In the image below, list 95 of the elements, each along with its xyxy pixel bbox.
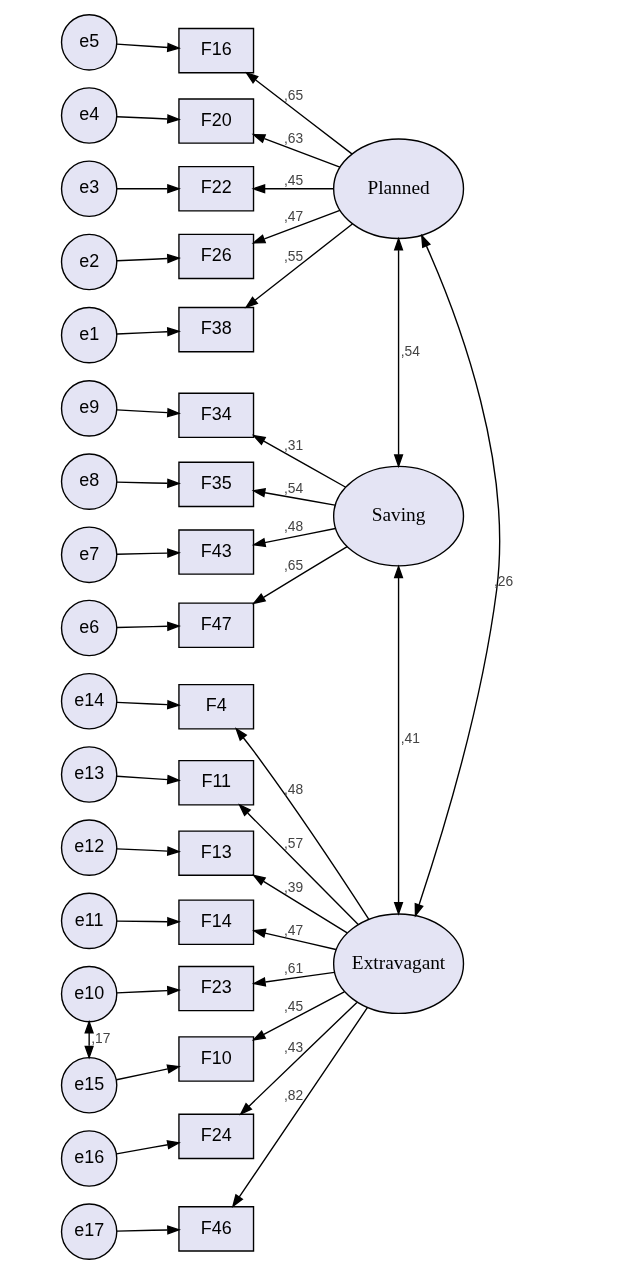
arrow [83, 1019, 94, 1060]
node-box: F35 [177, 461, 254, 508]
arrow [251, 874, 348, 934]
arrow [115, 407, 181, 418]
node-box: F24 [177, 1113, 254, 1160]
arrow [251, 545, 348, 605]
node-circle: e5 [60, 14, 117, 71]
node-circle: e15 [60, 1056, 117, 1114]
node-circle: e1 [60, 306, 117, 364]
arrow [393, 236, 403, 469]
node-ellipse: Planned [332, 138, 464, 240]
node-circle: e12 [60, 819, 117, 876]
node-box: F46 [177, 1206, 254, 1252]
node-circle: e13 [60, 746, 117, 803]
edge-label: ,55 [283, 247, 303, 264]
node-box: F13 [177, 830, 254, 876]
node-box: F11 [177, 759, 254, 806]
arrow [251, 991, 345, 1041]
edge-label: ,47 [283, 207, 303, 224]
edge-label: ,65 [283, 557, 303, 574]
arrow [115, 478, 181, 489]
edge-label: ,47 [283, 921, 303, 938]
edge-label: ,54 [283, 479, 303, 496]
arrow [115, 42, 181, 53]
node-box: F20 [177, 98, 254, 144]
arrow [231, 1006, 368, 1208]
node-circle: e3 [60, 160, 117, 218]
arrow [393, 564, 403, 916]
arrow [244, 71, 353, 155]
edge-label: ,57 [283, 834, 303, 851]
node-circle: e17 [60, 1203, 117, 1260]
node-circle: e11 [60, 892, 117, 950]
edge-label: ,17 [90, 1030, 110, 1047]
node-circle: e6 [60, 599, 117, 657]
node-circle: e10 [60, 965, 117, 1023]
edge-label: ,65 [283, 87, 303, 104]
node-box: F4 [177, 683, 254, 730]
edge-label: ,63 [283, 130, 303, 147]
arrow [115, 326, 181, 337]
arrow [115, 846, 181, 856]
arrow [115, 985, 181, 996]
node-circle: e9 [60, 380, 117, 437]
node-box: F26 [177, 233, 254, 280]
arrow [115, 774, 181, 785]
arrow [414, 233, 500, 918]
arrow [251, 434, 346, 488]
node-circle: e2 [60, 233, 117, 291]
node-box: F22 [177, 165, 254, 212]
node-box: F47 [177, 602, 254, 649]
node-box: F34 [177, 392, 254, 439]
arrow [115, 114, 181, 124]
edge-label: ,45 [283, 997, 303, 1014]
arrow [251, 488, 336, 506]
edge-label: ,61 [283, 960, 303, 977]
edge-label: ,48 [283, 780, 303, 797]
node-box: F43 [177, 529, 254, 575]
arrow [234, 727, 370, 920]
node-box: F38 [177, 306, 254, 353]
node-box: F14 [177, 899, 254, 946]
node-ellipse: Extravagant [332, 913, 464, 1015]
arrow [251, 928, 337, 951]
arrow [237, 803, 359, 926]
edge-label: ,31 [283, 436, 303, 453]
arrow [251, 209, 341, 244]
arrow [115, 1140, 181, 1155]
arrow [115, 621, 181, 632]
edge-label: ,48 [283, 518, 303, 535]
node-circle: e7 [60, 526, 117, 584]
node-circle: e4 [60, 87, 117, 144]
node-circle: e8 [60, 453, 117, 510]
arrow [115, 548, 181, 558]
arrow [251, 527, 336, 548]
edge-label: ,43 [283, 1039, 303, 1056]
arrow [115, 699, 181, 710]
arrow [250, 183, 334, 194]
node-circle: e16 [60, 1130, 117, 1187]
arrow [251, 971, 335, 987]
edge-label: ,39 [283, 878, 303, 895]
node-circle: e14 [60, 672, 117, 730]
arrow [115, 183, 181, 194]
node-box: F23 [177, 965, 254, 1012]
arrow [115, 916, 181, 927]
arrow [238, 1001, 358, 1116]
arrow [244, 223, 353, 309]
edge-label: ,41 [400, 730, 420, 747]
node-box: F10 [177, 1036, 254, 1082]
arrow [115, 1225, 181, 1235]
edge-label: ,82 [283, 1087, 303, 1104]
arrow [251, 133, 341, 168]
arrow [115, 253, 181, 264]
node-ellipse: Saving [332, 465, 464, 567]
edge-label: ,45 [283, 171, 303, 188]
node-box: F16 [177, 27, 254, 74]
arrow [115, 1064, 181, 1081]
edge-label: ,54 [400, 342, 420, 359]
